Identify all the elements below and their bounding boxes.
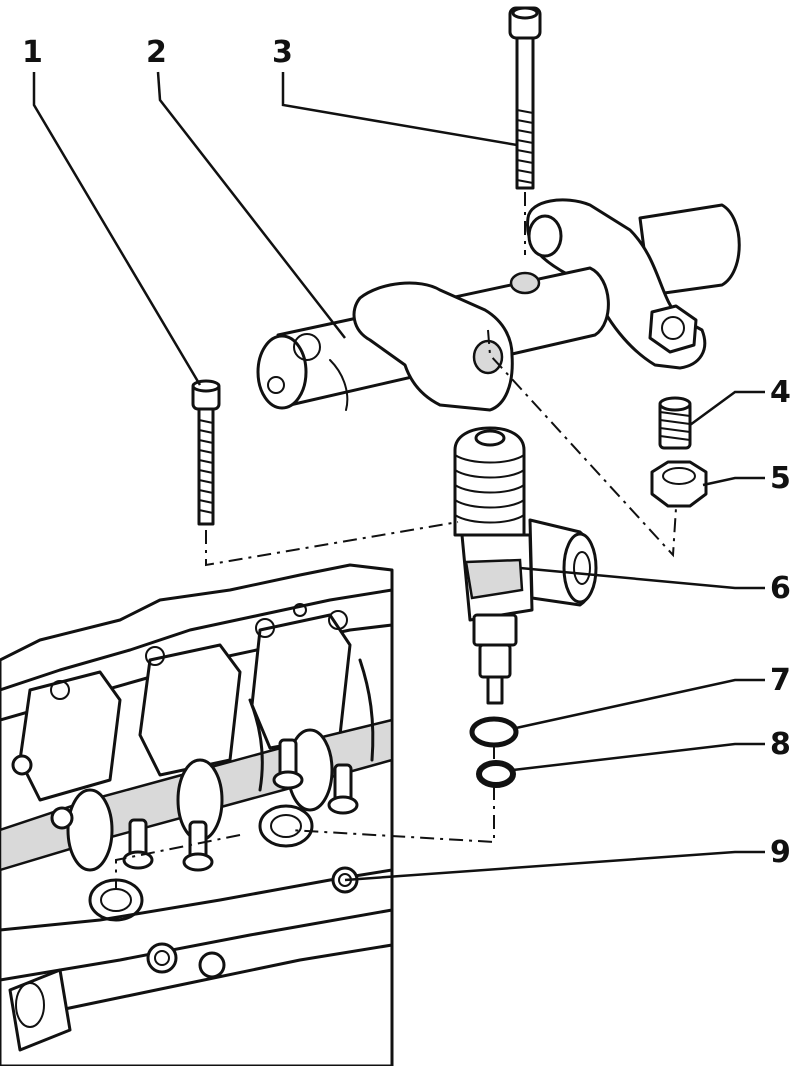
heat-shield-8 xyxy=(476,760,516,788)
callout-8: 8 xyxy=(770,727,791,762)
rocker-arm-assembly xyxy=(256,198,741,412)
bolt-3 xyxy=(508,6,542,190)
bolt-1 xyxy=(191,379,221,526)
adjusting-screw-4 xyxy=(658,396,692,450)
pump-injector-6 xyxy=(453,426,598,705)
callout-9: 9 xyxy=(770,835,791,870)
callout-1: 1 xyxy=(22,35,43,70)
leader-lines xyxy=(32,71,765,882)
callout-4: 4 xyxy=(770,375,791,410)
o-ring-7 xyxy=(469,716,519,748)
callout-5: 5 xyxy=(770,461,791,496)
cylinder-head xyxy=(0,563,394,1066)
callout-3: 3 xyxy=(272,35,293,70)
callout-2: 2 xyxy=(146,35,167,70)
callout-6: 6 xyxy=(770,571,791,606)
callout-7: 7 xyxy=(770,663,791,698)
assembly-lines xyxy=(115,192,677,890)
lock-nut-5 xyxy=(650,460,708,508)
callouts: 1 2 3 4 5 6 7 8 9 xyxy=(22,35,791,870)
